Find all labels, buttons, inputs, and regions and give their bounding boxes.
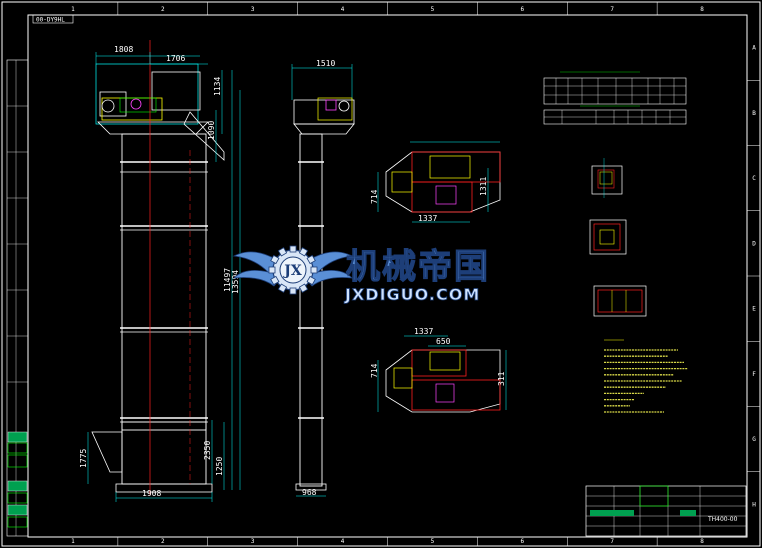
grid-row-right: G [752, 436, 756, 443]
dim-1311: 1311 [479, 177, 488, 196]
dim-2350: 2350 [203, 441, 212, 460]
dim-1337-lower: 1337 [414, 327, 433, 336]
dim-714-upper: 714 [370, 189, 379, 204]
title-block: TH400-00 [585, 485, 747, 537]
grid-col-top: 8 [700, 6, 704, 13]
grid-col-bottom: 4 [341, 538, 345, 545]
technical-notes [604, 339, 688, 413]
side-view: 1510 968 [291, 59, 355, 497]
plan-view-lower: 1337 650 714 311 [370, 327, 507, 413]
left-strip-revision-blocks [7, 431, 28, 528]
title-block-drawing-number: TH400-00 [707, 516, 738, 523]
dim-1510: 1510 [316, 59, 335, 68]
dim-1775: 1775 [79, 449, 88, 468]
grid-col-bottom: 1 [71, 538, 75, 545]
grid-col-bottom: 7 [610, 538, 614, 545]
grid-col-bottom: 2 [161, 538, 165, 545]
dim-1337-upper: 1337 [418, 214, 437, 223]
dim-11497: 11497 [223, 268, 232, 292]
dim-1706: 1706 [166, 54, 185, 63]
drawing-code-box [32, 14, 74, 24]
grid-row-right: B [752, 110, 756, 117]
grid-col-top: 2 [161, 6, 165, 13]
watermark-badge-text: JX [282, 263, 302, 279]
grid-col-top: 3 [251, 6, 255, 13]
detail-sketch-bottom [593, 285, 647, 317]
grid-row-right: F [752, 371, 756, 378]
watermark-chinese-text: 机械帝国 [346, 247, 490, 287]
plan-view-upper: 714 1337 1311 [370, 141, 501, 223]
left-strip-cells [7, 60, 28, 536]
grid-row-right: E [752, 306, 756, 313]
watermark: JX 机械帝国 JXDIGUO.COM [232, 245, 490, 304]
parameter-table-2 [543, 105, 687, 125]
grid-row-right: H [752, 501, 756, 508]
dim-13594: 13594 [231, 270, 240, 294]
right-grid-letters: A B C D E F G H [747, 45, 760, 508]
detail-sketch-top [591, 158, 623, 198]
drawing-code-top: 00-DY9HL [36, 17, 65, 24]
grid-col-bottom: 6 [521, 538, 525, 545]
grid-col-top: 7 [610, 6, 614, 13]
dim-1090: 1090 [207, 121, 216, 140]
detail-sketch-middle [589, 219, 627, 255]
grid-col-top: 6 [521, 6, 525, 13]
dim-1250: 1250 [215, 457, 224, 476]
grid-col-top: 5 [431, 6, 435, 13]
top-grid-numbers: 1 2 3 4 5 6 7 8 [71, 2, 704, 15]
dim-1908: 1908 [142, 489, 161, 498]
grid-col-bottom: 5 [431, 538, 435, 545]
grid-col-bottom: 3 [251, 538, 255, 545]
left-binding-strip [6, 59, 29, 537]
watermark-english-text: JXDIGUO.COM [344, 285, 480, 304]
dim-311: 311 [497, 371, 506, 386]
dim-1808: 1808 [114, 45, 133, 54]
dim-714-lower: 714 [370, 363, 379, 378]
grid-row-right: A [752, 45, 756, 52]
grid-col-bottom: 8 [700, 538, 704, 545]
front-view: 1808 1706 1134 1090 13594 11497 2350 177… [79, 40, 241, 502]
grid-col-top: 1 [71, 6, 75, 13]
watermark-gear-icon [268, 245, 318, 295]
dim-968: 968 [302, 488, 317, 497]
grid-row-right: C [752, 175, 756, 182]
bottom-grid-numbers: 1 2 3 4 5 6 7 8 [71, 537, 704, 546]
grid-col-top: 4 [341, 6, 345, 13]
parameter-table-1 [543, 71, 687, 105]
dim-650: 650 [436, 337, 451, 346]
dim-1134: 1134 [213, 77, 222, 96]
grid-row-right: D [752, 240, 756, 247]
